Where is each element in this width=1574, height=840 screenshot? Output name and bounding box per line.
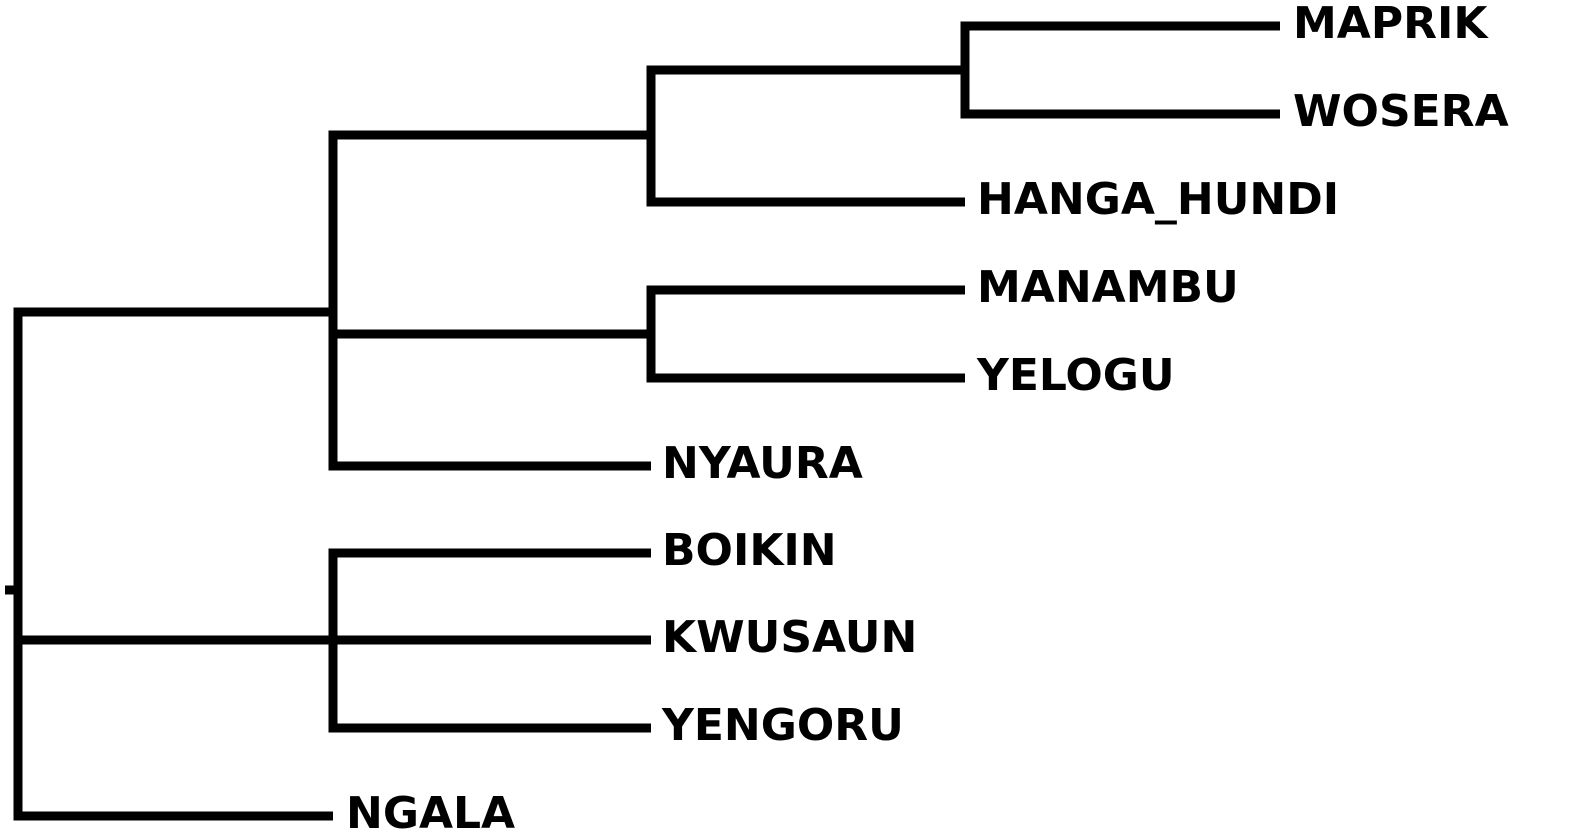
clade-b-branches xyxy=(328,548,651,733)
leaf-label-yengoru: YENGORU xyxy=(661,700,904,751)
clade-a1a-branches xyxy=(960,21,1280,119)
clade-a1-branches xyxy=(646,65,965,207)
leaf-label-kwusaun: KWUSAUN xyxy=(662,612,917,663)
leaf-label-boikin: BOIKIN xyxy=(662,525,837,576)
leaf-label-nyaura: NYAURA xyxy=(662,438,863,489)
leaf-label-maprik: MAPRIK xyxy=(1293,0,1489,49)
leaf-label-wosera: WOSERA xyxy=(1293,86,1509,137)
leaf-label-manambu: MANAMBU xyxy=(977,262,1239,313)
clade-a2-branches xyxy=(646,285,965,383)
leaf-label-hanga-hundi: HANGA_HUNDI xyxy=(977,174,1339,225)
clade-a-branches xyxy=(328,130,651,471)
leaf-label-ngala: NGALA xyxy=(346,788,515,839)
leaf-label-yelogu: YELOGU xyxy=(976,350,1175,401)
